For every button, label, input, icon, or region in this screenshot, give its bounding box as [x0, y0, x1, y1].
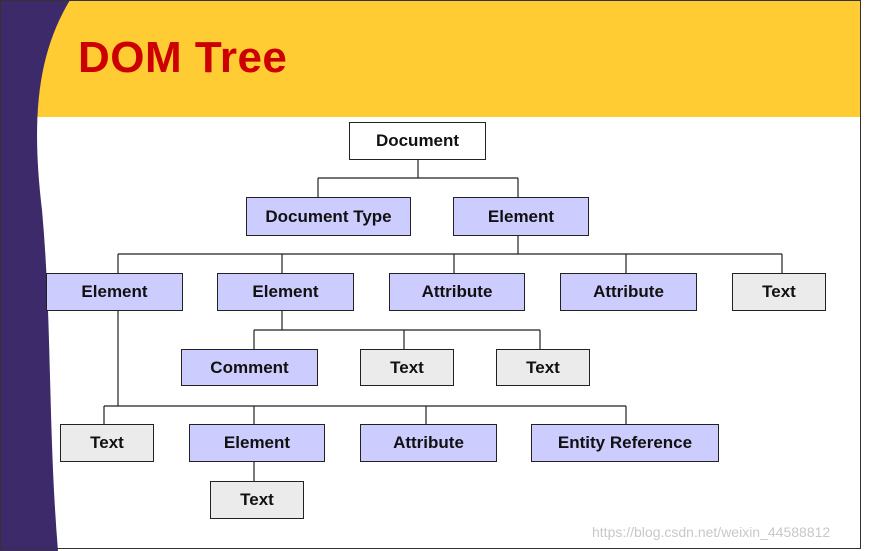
node-text-4: Text — [60, 424, 154, 462]
node-text-3: Text — [496, 349, 590, 386]
left-bar-shape — [0, 0, 70, 551]
node-text-1: Text — [732, 273, 826, 311]
node-entity-reference: Entity Reference — [531, 424, 719, 462]
node-element-root: Element — [453, 197, 589, 236]
watermark: https://blog.csdn.net/weixin_44588812 — [592, 524, 831, 540]
node-attribute-3: Attribute — [360, 424, 497, 462]
left-decorative-bar — [0, 0, 70, 551]
node-element-a: Element — [46, 273, 183, 311]
node-attribute-1: Attribute — [389, 273, 525, 311]
connector-lines — [103, 160, 783, 481]
node-element-b: Element — [217, 273, 354, 311]
node-text-5: Text — [210, 481, 304, 519]
node-comment: Comment — [181, 349, 318, 386]
node-document: Document — [349, 122, 486, 160]
page-title: DOM Tree — [78, 33, 288, 82]
node-document-type: Document Type — [246, 197, 411, 236]
node-element-c: Element — [189, 424, 325, 462]
header-band — [0, 0, 860, 117]
node-text-2: Text — [360, 349, 454, 386]
node-attribute-2: Attribute — [560, 273, 697, 311]
